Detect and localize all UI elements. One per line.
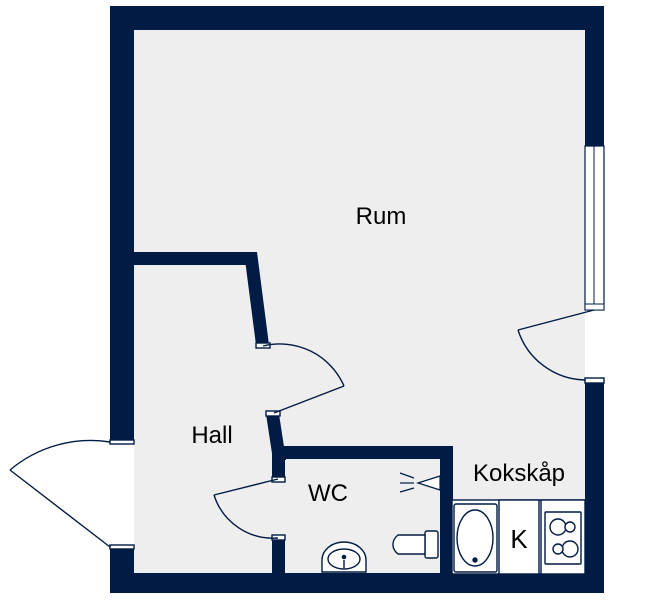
wall-wc-top [272,446,453,459]
kitchen-cabinet [451,499,586,575]
wall-right-upper [585,6,604,146]
wall-wc-right [440,446,453,573]
hall-floor [134,265,272,573]
room-label-kitchen: Kokskåp [473,460,565,487]
door-hall-rum [255,342,345,417]
window-right [584,145,605,311]
door-wc [213,476,286,541]
toilet [392,530,439,559]
entry-door [9,439,135,550]
room-label-wc: WC [308,480,348,507]
wall-hall-diagonal-upper [244,252,269,345]
wall-bottom [110,573,604,593]
fridge-label: K [510,524,528,554]
room-label-rum: Rum [356,203,407,230]
room-label-hall: Hall [191,422,232,449]
wall-left-upper [110,6,134,442]
wall-top [110,6,604,30]
wc-fixtures [321,472,441,573]
wall-hall-top [134,252,254,265]
vent-symbol [399,472,441,493]
door-right [517,309,605,384]
fridge [498,499,540,575]
walls [110,6,604,593]
wall-wc-left-lower [272,538,285,573]
wall-right-lower [585,382,604,593]
room-labels: Rum Hall WC Kokskåp [191,203,565,507]
floor-areas [134,30,585,573]
